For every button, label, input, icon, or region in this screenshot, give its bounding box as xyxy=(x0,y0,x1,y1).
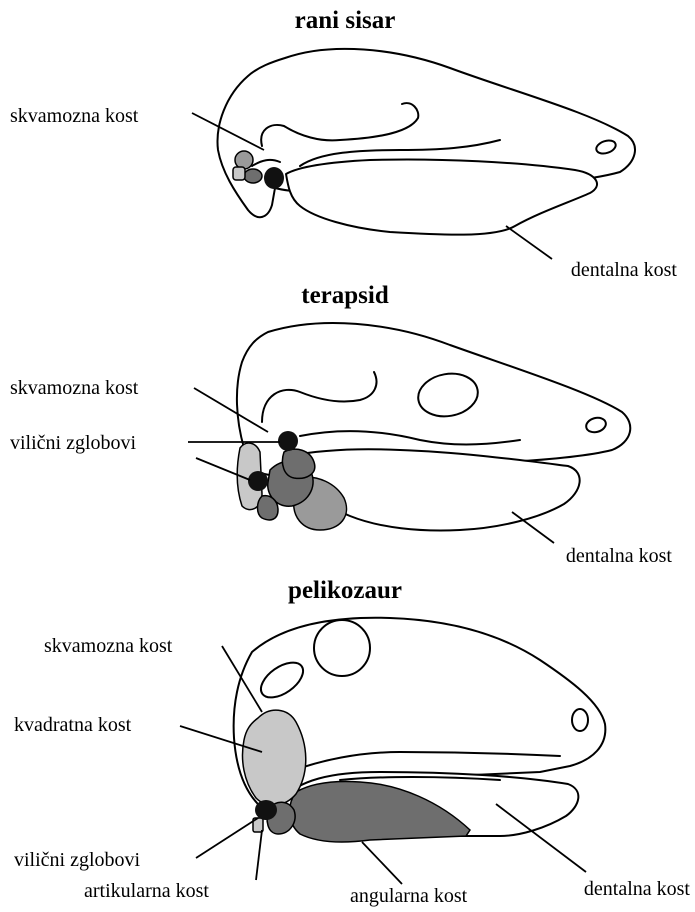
quadrate-bone xyxy=(243,710,306,805)
panel-therapsid: terapsid skvamozna kost vilični zglobovi… xyxy=(10,282,672,567)
jaw-joint xyxy=(264,167,284,189)
squamosal-bone xyxy=(252,160,280,166)
eye-socket xyxy=(314,620,370,676)
nostril xyxy=(585,416,608,435)
skull-inner-contour xyxy=(290,752,560,772)
label-articular: artikularna kost xyxy=(84,880,209,902)
jaw-joint xyxy=(255,800,277,820)
jaw-joint-squamosal-dentary xyxy=(278,431,298,451)
leader-line xyxy=(192,113,264,150)
label-quadrate: kvadratna kost xyxy=(14,714,132,736)
label-squamosal: skvamozna kost xyxy=(10,105,139,127)
skull-inner-contour xyxy=(300,431,520,444)
nostril xyxy=(572,709,588,731)
label-dentary: dentalna kost xyxy=(571,259,678,281)
skull-inner-contour xyxy=(262,372,376,422)
leader-line xyxy=(196,818,258,858)
leader-line xyxy=(362,842,402,884)
label-jaw-joints: vilični zglobovi xyxy=(14,849,141,871)
panel-early-mammal: rani sisar skvamozna kost dentalna kost xyxy=(10,7,677,281)
panel-title-early-mammal: rani sisar xyxy=(295,7,396,34)
temporal-opening xyxy=(255,656,309,705)
jaw-joint-quadrate-articular xyxy=(248,471,268,491)
panel-title-therapsid: terapsid xyxy=(301,282,389,309)
leader-line xyxy=(506,226,552,259)
label-dentary: dentalna kost xyxy=(566,545,673,567)
panel-title-pelycosaur: pelikozaur xyxy=(288,577,402,604)
label-squamosal: skvamozna kost xyxy=(44,635,173,657)
label-angular: angularna kost xyxy=(350,885,468,907)
ear-bone-stapes xyxy=(233,167,245,180)
panel-pelycosaur: pelikozaur skvamozna kost kvadratna kost… xyxy=(14,577,690,907)
skull-inner-contour xyxy=(261,103,418,146)
ear-bone-malleus xyxy=(244,169,262,183)
nostril xyxy=(595,138,618,156)
leader-line xyxy=(194,388,268,432)
eye-socket xyxy=(415,369,481,421)
leader-line xyxy=(222,646,262,712)
label-jaw-joints: vilični zglobovi xyxy=(10,432,137,454)
lower-jaw-dentary xyxy=(286,159,597,234)
label-dentary: dentalna kost xyxy=(584,878,691,900)
label-squamosal: skvamozna kost xyxy=(10,377,139,399)
leader-line xyxy=(256,830,262,880)
